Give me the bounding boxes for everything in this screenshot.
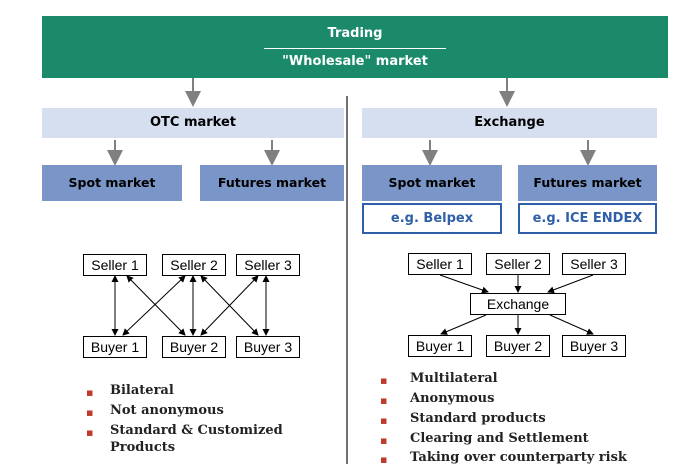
trading-header: Trading "Wholesale" market [42,16,668,78]
bullet-marker: ▪ [380,453,388,466]
exchange-box: Exchange [362,108,657,138]
trading-title: Trading [327,26,383,41]
exchange-bullet-counterparty-risk: Taking over counterparty risk [410,450,627,465]
otc-bullet-standard-customized: Standard & Customized [110,423,283,438]
bullet-marker: ▪ [380,394,388,407]
ice-endex-example: e.g. ICE ENDEX [518,203,657,234]
exchange-hub: Exchange [470,293,566,315]
bullet-marker: ▪ [86,406,94,419]
otc-seller-3: Seller 3 [236,254,300,276]
exchange-bullet-multilateral: Multilateral [410,371,498,386]
exchange-seller-1: Seller 1 [408,253,472,275]
link-s3-b2 [200,275,259,336]
exchange-seller-3: Seller 3 [562,253,626,275]
otc-buyer-1: Buyer 1 [83,336,147,358]
otc-bullet-products: Products [110,440,176,455]
exchange-buyer-2: Buyer 2 [486,335,550,357]
exchange-futures-market-box: Futures market [518,165,657,201]
exchange-buyer-1: Buyer 1 [408,335,472,357]
link-s2-b1 [122,275,186,336]
otc-seller-1: Seller 1 [83,254,147,276]
otc-spot-market-box: Spot market [42,165,182,201]
link-seller1-exchange [439,274,489,294]
exchange-seller-2: Seller 2 [486,253,550,275]
header-rule [264,48,446,49]
otc-bullet-bilateral: Bilateral [110,383,174,398]
bullet-marker: ▪ [86,426,94,439]
link-exchange-buyer1 [440,314,487,335]
bullet-marker: ▪ [380,414,388,427]
exchange-bullet-anonymous: Anonymous [410,391,495,406]
belpex-example: e.g. Belpex [362,203,502,234]
bullet-marker: ▪ [86,386,94,399]
otc-buyer-3: Buyer 3 [236,336,300,358]
otc-market-box: OTC market [42,108,344,138]
exchange-bullet-standard-products: Standard products [410,411,546,426]
otc-bullet-not-anonymous: Not anonymous [110,403,224,418]
wholesale-market-label: "Wholesale" market [282,54,428,69]
otc-seller-2: Seller 2 [162,254,226,276]
exchange-bullet-clearing: Clearing and Settlement [410,431,589,446]
bullet-marker: ▪ [380,434,388,447]
exchange-buyer-3: Buyer 3 [562,335,626,357]
otc-buyer-2: Buyer 2 [162,336,226,358]
exchange-spot-market-box: Spot market [362,165,502,201]
bullet-marker: ▪ [380,374,388,387]
link-exchange-buyer3 [549,314,594,335]
link-seller3-exchange [547,274,594,294]
otc-futures-market-box: Futures market [200,165,344,201]
